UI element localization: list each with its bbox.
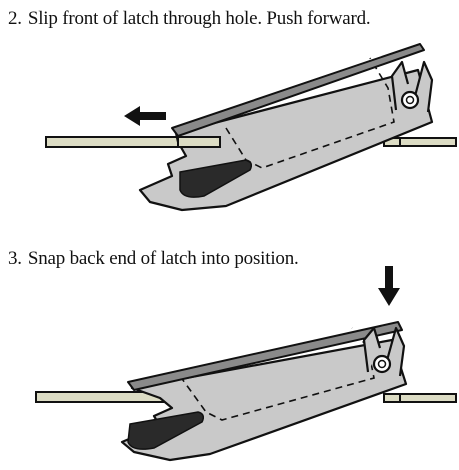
spring-clip	[362, 326, 406, 377]
step-number: 3.	[8, 248, 22, 269]
latch-illustration-step-2	[45, 43, 457, 212]
step-slip-latch: 2.Slip front of latch through hole. Push…	[0, 0, 459, 228]
latch-top-plate	[127, 321, 403, 391]
step-text: Snap back end of latch into position.	[27, 248, 299, 269]
step-caption: 2.Slip front of latch through hole. Push…	[8, 8, 371, 30]
latch-slot	[127, 411, 205, 450]
spring-clip	[390, 60, 434, 113]
step-caption: 3.Snap back end of latch into position.	[8, 248, 299, 270]
step-text: Slip front of latch through hole. Push f…	[27, 8, 371, 29]
latch-top-plate	[171, 43, 425, 137]
left-arrow-icon	[124, 106, 166, 126]
latch-illustration-step-3	[35, 266, 457, 462]
right-rail	[383, 137, 457, 147]
step-snap-latch: 3.Snap back end of latch into position.	[0, 236, 459, 470]
right-rail	[383, 393, 457, 403]
down-arrow-icon	[378, 266, 400, 306]
hidden-outline	[225, 57, 395, 169]
latch-body	[120, 338, 408, 462]
step-number: 2.	[8, 8, 22, 29]
